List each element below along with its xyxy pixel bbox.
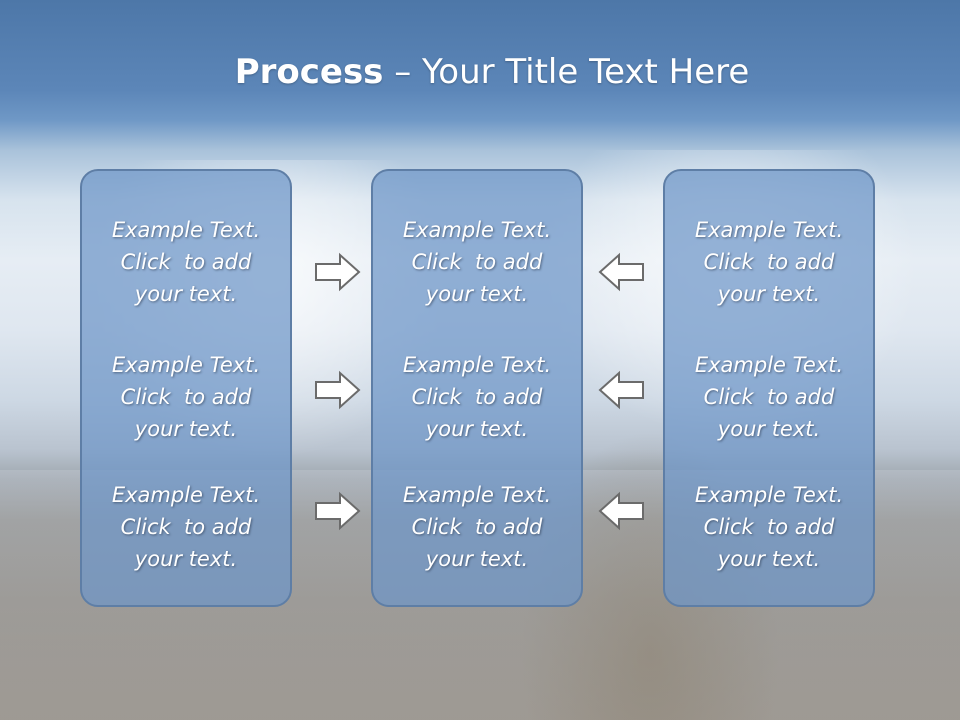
text-placeholder[interactable]: Example Text. Click to add your text.: [373, 349, 581, 445]
process-box-left[interactable]: Example Text. Click to add your text. Ex…: [80, 169, 292, 607]
text-placeholder[interactable]: Example Text. Click to add your text.: [82, 349, 290, 445]
title-rest: – Your Title Text Here: [383, 52, 750, 92]
text-line: Example Text.: [694, 483, 844, 507]
text-line: Example Text.: [402, 483, 552, 507]
text-line: your text.: [425, 547, 529, 571]
text-line: your text.: [717, 417, 821, 441]
left-arrow-icon[interactable]: [597, 370, 645, 410]
text-line: Example Text.: [402, 353, 552, 377]
text-line: Example Text.: [111, 218, 261, 242]
right-arrow-icon[interactable]: [314, 252, 362, 292]
process-box-center[interactable]: Example Text. Click to add your text. Ex…: [371, 169, 583, 607]
text-line: your text.: [717, 282, 821, 306]
title-bar: Process – Your Title Text Here: [0, 0, 960, 130]
text-placeholder[interactable]: Example Text. Click to add your text.: [82, 479, 290, 575]
text-line: Click to add: [703, 385, 835, 409]
text-line: Click to add: [411, 515, 543, 539]
right-arrow-icon[interactable]: [314, 491, 362, 531]
text-line: Example Text.: [111, 483, 261, 507]
title-bold: Process: [234, 52, 384, 92]
text-line: your text.: [717, 547, 821, 571]
text-line: Click to add: [411, 385, 543, 409]
text-placeholder[interactable]: Example Text. Click to add your text.: [665, 349, 873, 445]
text-line: your text.: [134, 282, 238, 306]
text-line: Click to add: [120, 250, 252, 274]
text-placeholder[interactable]: Example Text. Click to add your text.: [373, 214, 581, 310]
text-line: Click to add: [120, 385, 252, 409]
text-placeholder[interactable]: Example Text. Click to add your text.: [82, 214, 290, 310]
text-line: Click to add: [120, 515, 252, 539]
text-line: Click to add: [411, 250, 543, 274]
text-line: your text.: [425, 417, 529, 441]
text-line: Example Text.: [402, 218, 552, 242]
text-placeholder[interactable]: Example Text. Click to add your text.: [373, 479, 581, 575]
text-line: your text.: [134, 547, 238, 571]
text-line: Click to add: [703, 250, 835, 274]
left-arrow-icon[interactable]: [597, 252, 645, 292]
right-arrow-icon[interactable]: [314, 370, 362, 410]
text-line: your text.: [425, 282, 529, 306]
text-line: Example Text.: [111, 353, 261, 377]
slide-title[interactable]: Process – Your Title Text Here: [0, 52, 960, 92]
text-placeholder[interactable]: Example Text. Click to add your text.: [665, 479, 873, 575]
text-line: Example Text.: [694, 218, 844, 242]
text-line: your text.: [134, 417, 238, 441]
text-placeholder[interactable]: Example Text. Click to add your text.: [665, 214, 873, 310]
left-arrow-icon[interactable]: [597, 491, 645, 531]
process-box-right[interactable]: Example Text. Click to add your text. Ex…: [663, 169, 875, 607]
text-line: Click to add: [703, 515, 835, 539]
text-line: Example Text.: [694, 353, 844, 377]
